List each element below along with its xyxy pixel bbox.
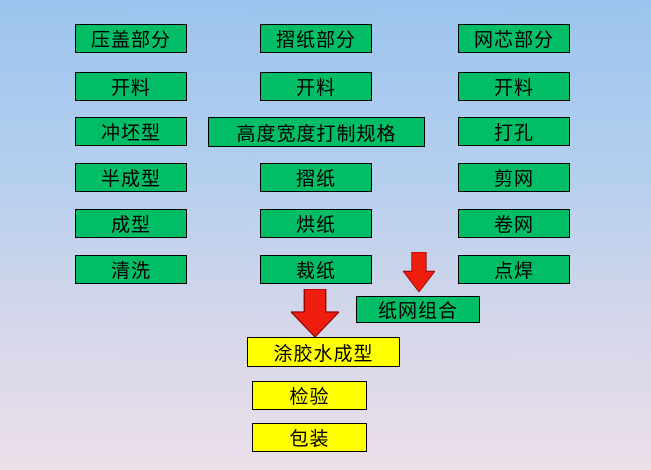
column3-step-cutting: 开料	[458, 72, 570, 101]
down-arrow-icon-right	[403, 252, 435, 292]
column1-step-washing: 清洗	[75, 255, 187, 284]
column3-step-mesh-rolling: 卷网	[458, 209, 570, 238]
column2-header: 摺纸部分	[260, 24, 372, 53]
column1-step-blank-forming: 冲坯型	[75, 117, 187, 146]
column2-step-size-spec: 高度宽度打制规格	[208, 117, 425, 147]
column2-step-cutting: 开料	[260, 72, 372, 101]
glue-forming-box: 涂胶水成型	[247, 337, 400, 367]
column1-header: 压盖部分	[75, 24, 187, 53]
column3-header: 网芯部分	[458, 24, 570, 53]
column2-step-folding: 摺纸	[260, 163, 372, 192]
column1-step-cutting: 开料	[75, 72, 187, 101]
packaging-box: 包装	[252, 423, 367, 452]
down-arrow-icon-center	[291, 289, 339, 337]
column3-step-mesh-cutting: 剪网	[458, 163, 570, 192]
column2-step-paper-cutting: 裁纸	[260, 255, 372, 284]
column3-step-spot-welding: 点焊	[458, 255, 570, 284]
paper-mesh-combine-box: 纸网组合	[356, 296, 480, 323]
column3-step-punching: 打孔	[458, 117, 570, 146]
inspection-box: 检验	[252, 381, 367, 410]
column1-step-forming: 成型	[75, 209, 187, 238]
column2-step-drying: 烘纸	[260, 209, 372, 238]
column1-step-semi-forming: 半成型	[75, 163, 187, 192]
